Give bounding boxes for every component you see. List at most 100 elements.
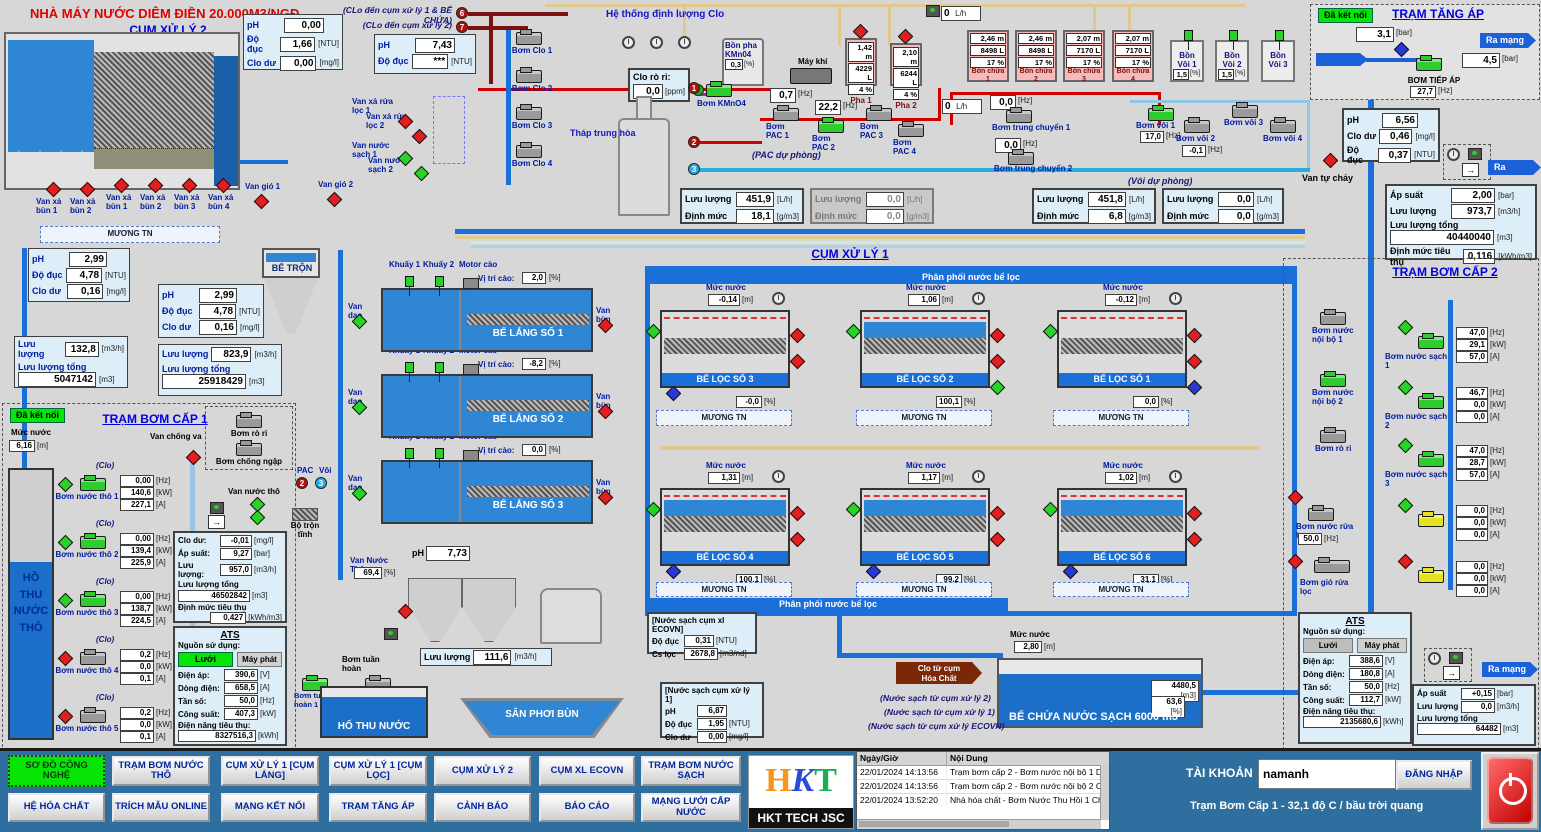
- nav-trich-mau-online[interactable]: TRÍCH MẪU ONLINE: [112, 793, 210, 822]
- nav-bao-cao[interactable]: BÁO CÁO: [539, 793, 635, 822]
- rw-pump4-a: 0,1: [120, 673, 154, 685]
- clean-water-pump-2[interactable]: [1418, 393, 1444, 409]
- flow-label: Lưu lượng: [1417, 702, 1459, 712]
- clo-from-chem-arrow: Clo từ cụm Hóa Chất: [896, 662, 982, 684]
- m3h-unit: [m3/h]: [101, 344, 124, 354]
- energy-value: 8327516,3: [178, 730, 256, 743]
- sludge-hopper-1: [408, 578, 462, 642]
- lime-pump-2[interactable]: [1184, 117, 1210, 133]
- settling-media: [467, 400, 589, 411]
- air-compressor[interactable]: [790, 68, 832, 84]
- transfer-pump-1[interactable]: [1006, 107, 1032, 123]
- pha1-pct: 4 %: [848, 84, 874, 95]
- filter-cell-2-name: BỂ LỌC SỐ 2: [862, 373, 988, 386]
- pac-spare-note: (PAC dự phòng): [752, 150, 821, 160]
- raw-water-pump-1[interactable]: [80, 475, 106, 491]
- m-unit: [m]: [942, 473, 954, 482]
- clo-pump-1[interactable]: [516, 29, 542, 45]
- internal-pump-1[interactable]: [1320, 309, 1346, 325]
- m3h-unit: [m3/h]: [254, 565, 277, 575]
- lime-tank-2: Bồn Vôi 2 1,5[%]: [1215, 30, 1249, 82]
- ph-label: pH: [412, 548, 424, 558]
- clean-water-pump-5[interactable]: [1418, 567, 1444, 583]
- log-scrollbar-v[interactable]: [1100, 765, 1109, 820]
- nav-tram-bom-nuoc-sach[interactable]: TRẠM BƠM NƯỚC SẠCH: [641, 756, 741, 786]
- log-row[interactable]: 22/01/2024 14:13:56 Trạm bơm cấp 2 - Bơm…: [857, 780, 1109, 794]
- ntu-unit: [NTU]: [729, 719, 750, 729]
- clo-pump-2[interactable]: [516, 67, 542, 83]
- nav-cum-xu-ly-1-loc[interactable]: CỤM XỬ LÝ 1 [CỤM LỌC]: [329, 756, 427, 786]
- air-valve-2[interactable]: [326, 191, 343, 208]
- nav-canh-bao[interactable]: CẢNH BÁO: [434, 793, 531, 822]
- log-scrollbar[interactable]: [857, 819, 1101, 829]
- chlorine-system-title: Hệ thống định lượng Clo: [606, 9, 725, 20]
- boost-pump[interactable]: [1416, 55, 1442, 71]
- flood-pump[interactable]: [236, 440, 262, 456]
- raw-water-pump-4[interactable]: [80, 649, 106, 665]
- log-row[interactable]: 22/01/2024 13:52:20 Nhà hóa chất - Bơm N…: [857, 794, 1109, 807]
- log-time: 22/01/2024 14:13:56: [857, 780, 947, 793]
- clean-water-pump-4[interactable]: [1418, 511, 1444, 527]
- clean-water-pump-1[interactable]: [1418, 333, 1444, 349]
- m-unit: [m]: [742, 473, 754, 482]
- login-button[interactable]: ĐĂNG NHẬP: [1396, 760, 1472, 790]
- ntu-unit: [NTU]: [318, 39, 339, 49]
- nav-cum-xu-ly-1-lang[interactable]: CỤM XỬ LÝ 1 [CỤM LẮNG]: [221, 756, 319, 786]
- nav-cum-xl-ecovn[interactable]: CỤM XL ECOVN: [539, 756, 635, 786]
- air-valve-1[interactable]: [253, 193, 270, 210]
- pac-pump-2[interactable]: [818, 117, 844, 133]
- nav-so-do-cong-nghe[interactable]: SƠ ĐỒ CÔNG NGHỆ: [8, 755, 105, 787]
- pha2-valve[interactable]: [897, 28, 914, 45]
- lime-pump-1[interactable]: [1148, 105, 1174, 121]
- lime-pump-4[interactable]: [1270, 117, 1296, 133]
- nav-he-hoa-chat[interactable]: HỆ HÓA CHẤT: [8, 793, 105, 822]
- raw-water-pump-2[interactable]: [80, 533, 106, 549]
- nav-tram-bom-nuoc-tho[interactable]: TRẠM BƠM NƯỚC THÔ: [112, 756, 210, 786]
- kmno4-pump[interactable]: [706, 81, 732, 97]
- gravity-valve[interactable]: [1322, 152, 1339, 169]
- ph-label: pH: [162, 290, 174, 301]
- clo-pump-4[interactable]: [516, 142, 542, 158]
- clean-valve-2[interactable]: [413, 165, 430, 182]
- scraper-pos-1: 2,0: [522, 272, 546, 284]
- log-row[interactable]: 22/01/2024 14:13:56 Trạm bơm cấp 2 - Bơm…: [857, 766, 1109, 780]
- grid-source-button[interactable]: Lưới: [1303, 638, 1353, 654]
- static-mixer-label: Bộ trộn tĩnh: [290, 521, 320, 540]
- mixing-tank-label: BỂ TRỘN: [271, 263, 313, 273]
- transfer-pump-2[interactable]: [1008, 149, 1034, 165]
- generator-source-button[interactable]: Máy phát: [1357, 638, 1407, 654]
- power-button[interactable]: [1487, 757, 1533, 824]
- clean-water-pump-3[interactable]: [1418, 451, 1444, 467]
- nav-mang-luoi-cap-nuoc[interactable]: MẠNG LƯỚI CẤP NƯỚC: [641, 793, 741, 822]
- backwash-water-pump[interactable]: [1308, 505, 1334, 521]
- generator-source-button[interactable]: Máy phát: [237, 652, 282, 668]
- internal-pump-2[interactable]: [1320, 371, 1346, 387]
- raw-water-pump-5[interactable]: [80, 707, 106, 723]
- filter-cell-4-name: BỂ LỌC SỐ 4: [662, 551, 788, 564]
- pac-pump-1[interactable]: [773, 105, 799, 121]
- pac-pump-3[interactable]: [866, 105, 892, 121]
- nav-mang-ket-noi[interactable]: MẠNG KẾT NỐI: [221, 793, 319, 822]
- grid-source-button[interactable]: Lưới: [178, 652, 233, 668]
- ph-label: pH: [247, 20, 259, 31]
- raw-water-pump-3[interactable]: [80, 591, 106, 607]
- cw-pump2-label: Bơm nước sạch 2: [1385, 412, 1448, 431]
- leak-pump[interactable]: [236, 412, 262, 428]
- pha1-valve[interactable]: [852, 23, 869, 40]
- pac-pump-4[interactable]: [898, 121, 924, 137]
- nav-cum-xu-ly-2[interactable]: CỤM XỬ LÝ 2: [434, 756, 531, 786]
- logo-letter-k: K: [791, 762, 815, 799]
- clo-pump-3[interactable]: [516, 104, 542, 120]
- backwash-air-pump[interactable]: [1314, 557, 1350, 573]
- account-input[interactable]: [1258, 759, 1396, 789]
- clo-pump-3-label: Bơm Clo 3: [511, 121, 553, 130]
- ps2-leak-pump[interactable]: [1320, 427, 1346, 443]
- nav-tram-tang-ap[interactable]: TRẠM TĂNG ÁP: [329, 793, 427, 822]
- chlorinator-gauge-3: [678, 36, 691, 49]
- pipe-ps2-manifold: [1448, 300, 1453, 590]
- lime-pump-3[interactable]: [1232, 102, 1258, 118]
- pipe-res-in-v: [837, 612, 842, 656]
- pha2-liters: 6244 L: [893, 68, 919, 88]
- wash-valve-2[interactable]: [411, 128, 428, 145]
- valve-label-ns-1: Van nước sạch 1: [352, 141, 390, 160]
